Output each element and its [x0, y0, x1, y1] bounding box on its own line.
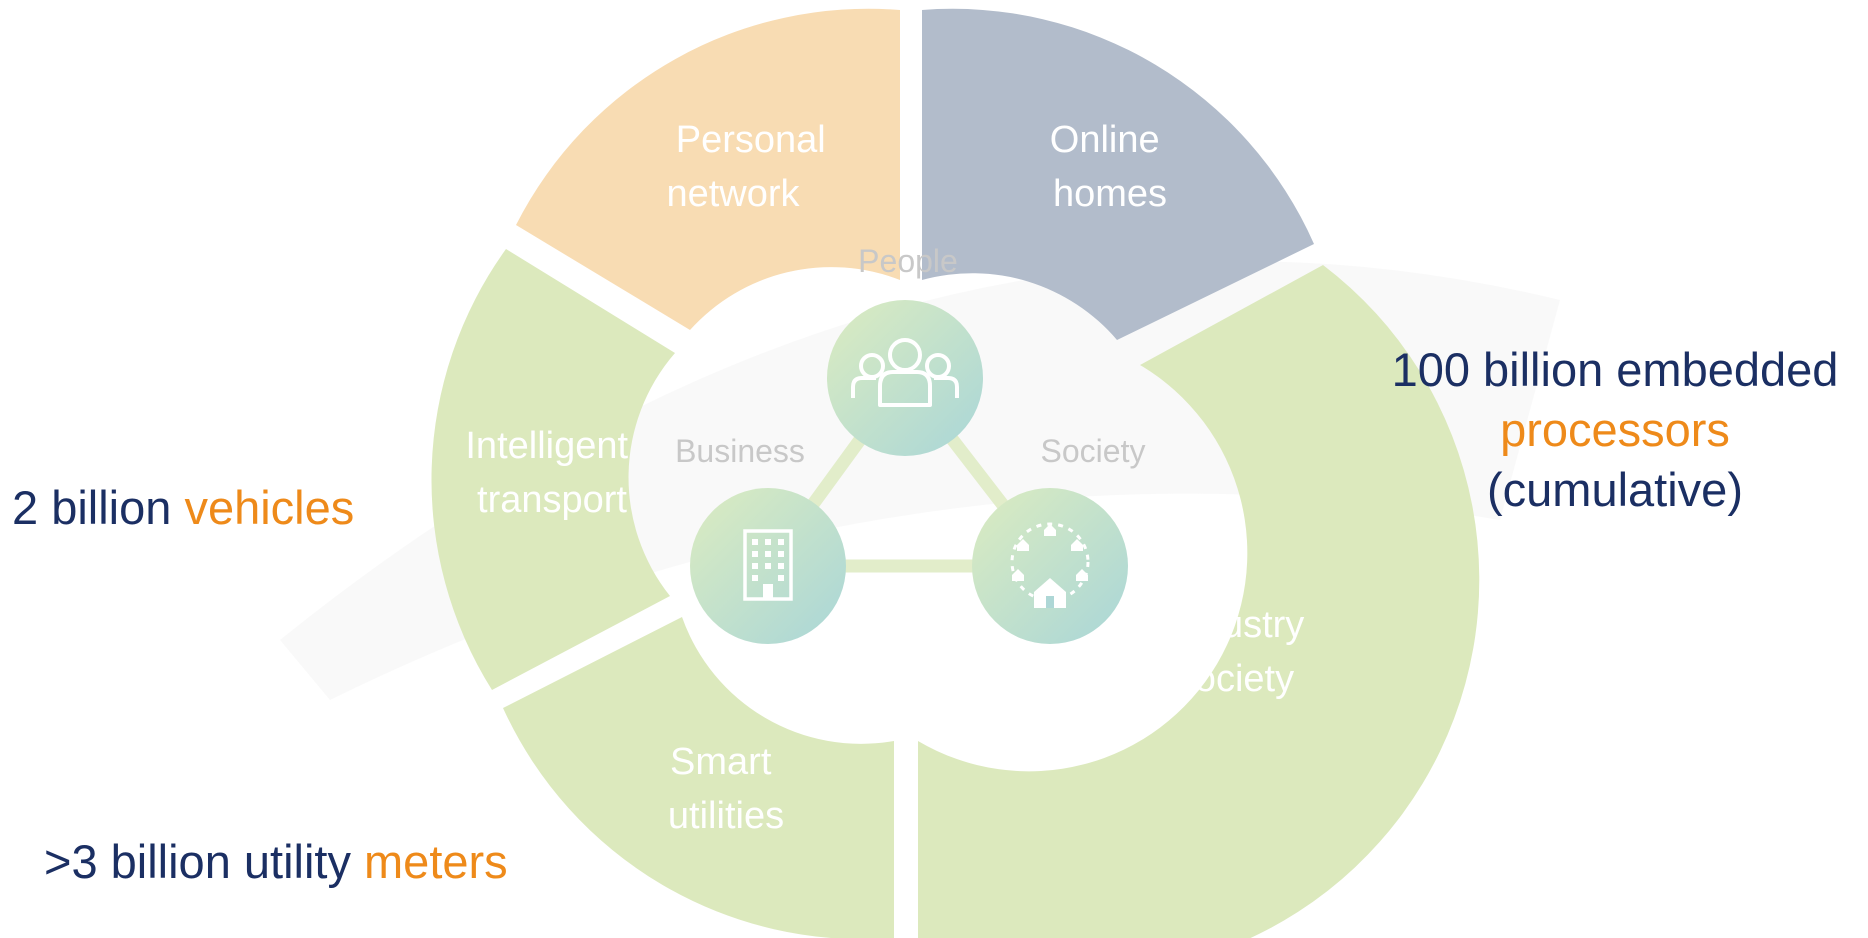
label-industry-society: Industry & society	[1140, 604, 1315, 700]
society-bubble	[972, 488, 1128, 644]
segment-industry-society[interactable]	[918, 265, 1480, 938]
segment-smart-utilities[interactable]	[503, 617, 898, 938]
label-online-homes-line2: homes	[1053, 173, 1167, 215]
people-bubble	[827, 300, 983, 456]
callout-meters-text: >3 billion utility	[44, 835, 365, 888]
label-online-homes: Online homes	[1050, 119, 1170, 215]
label-industry-society-line2: & society	[1140, 658, 1294, 700]
callout-embedded-processors-line2: processors	[1500, 403, 1730, 456]
label-personal-network-line1: Personal	[676, 119, 826, 161]
segment-online-homes[interactable]	[922, 8, 1314, 340]
label-intelligent-transport-line2: transport	[477, 479, 627, 521]
hub-label-business: Business	[675, 433, 805, 469]
callout-vehicles-highlight: vehicles	[184, 481, 355, 534]
community-houses-icon	[1010, 522, 1090, 608]
business-bubble	[690, 488, 846, 644]
label-smart-utilities-line2: utilities	[668, 795, 784, 837]
callout-embedded-processors-line1: 100 billion embedded	[1391, 343, 1839, 396]
label-industry-society-line1: Industry	[1169, 604, 1304, 646]
office-building-icon	[743, 529, 793, 601]
callout-embedded-processors-line3: (cumulative)	[1487, 463, 1743, 516]
segment-intelligent-transport[interactable]	[431, 249, 675, 690]
segment-personal-network[interactable]	[516, 8, 900, 330]
label-personal-network: Personal network	[666, 119, 836, 215]
callout-meters-highlight: meters	[364, 835, 508, 888]
hub-label-people: People	[858, 243, 958, 279]
label-personal-network-line2: network	[666, 173, 800, 215]
label-intelligent-transport: Intelligent transport	[465, 425, 638, 521]
label-smart-utilities: Smart utilities	[668, 741, 784, 837]
callout-embedded-processors: 100 billion embedded processors (cumulat…	[1355, 340, 1868, 520]
hub-label-society: Society	[1041, 433, 1146, 469]
label-intelligent-transport-line1: Intelligent	[465, 425, 628, 467]
callout-vehicles: 2 billion vehicles	[12, 478, 354, 538]
label-online-homes-line1: Online	[1050, 119, 1160, 161]
people-group-icon	[851, 338, 959, 407]
callout-vehicles-text: 2 billion	[12, 481, 185, 534]
label-smart-utilities-line1: Smart	[670, 741, 772, 783]
callout-meters: >3 billion utility meters	[44, 832, 508, 892]
